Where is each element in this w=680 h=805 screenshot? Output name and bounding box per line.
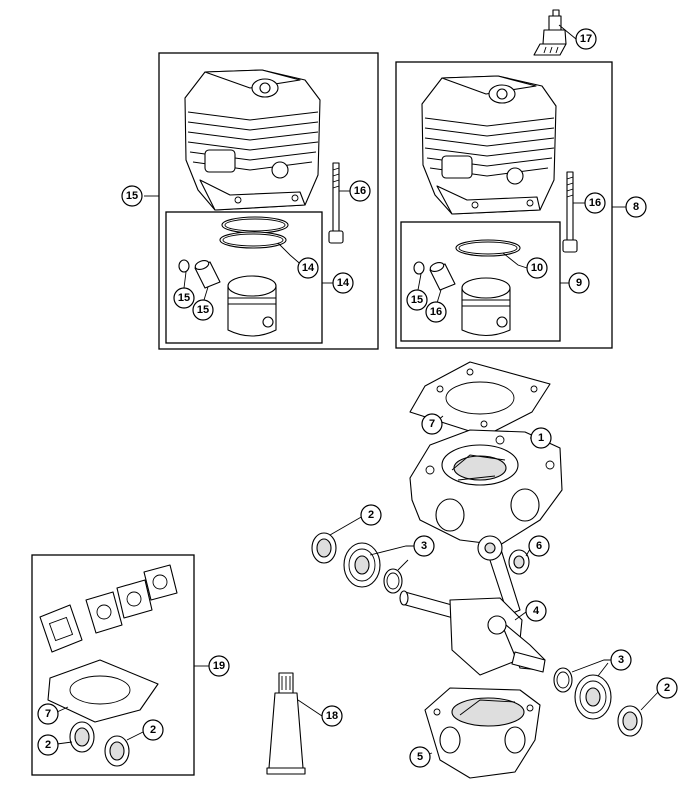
callout-1[interactable]: 1 <box>530 427 552 449</box>
svg-text:7: 7 <box>429 418 435 430</box>
sealant-tube <box>266 672 306 775</box>
callout-4[interactable]: 4 <box>525 600 547 622</box>
svg-text:3: 3 <box>421 540 427 552</box>
callout-15-right[interactable]: 16 <box>425 301 447 323</box>
callout-7-set[interactable]: 7 <box>37 703 59 725</box>
svg-text:5: 5 <box>417 751 423 763</box>
cylinder-gasket <box>409 361 551 437</box>
callout-18[interactable]: 18 <box>321 705 343 727</box>
oil-seal-set-left <box>69 721 95 753</box>
callout-3-left[interactable]: 3 <box>413 535 435 557</box>
oil-seal-main-right <box>617 705 643 737</box>
svg-text:3: 3 <box>618 654 624 666</box>
cylinder-left <box>184 69 321 211</box>
callout-13[interactable]: 14 <box>297 257 319 279</box>
callout-2-main-left[interactable]: 2 <box>360 504 382 526</box>
callout-5[interactable]: 5 <box>409 746 431 768</box>
needle-bearing <box>508 549 530 575</box>
callout-8[interactable]: 8 <box>625 196 647 218</box>
piston-kit-box-left <box>165 211 323 344</box>
svg-text:14: 14 <box>337 277 350 289</box>
svg-text:18: 18 <box>326 710 338 722</box>
piston-pin-right <box>429 261 456 291</box>
gasket-set-box <box>31 554 195 776</box>
circlip-right <box>413 261 425 275</box>
svg-text:16: 16 <box>354 185 366 197</box>
callout-12[interactable]: 14 <box>332 272 354 294</box>
svg-text:2: 2 <box>368 509 374 521</box>
callout-2-main-right[interactable]: 2 <box>656 677 678 699</box>
svg-text:17: 17 <box>580 33 592 45</box>
gasket-set-parts <box>39 564 178 767</box>
cylinder-bolt-left <box>328 162 344 244</box>
svg-text:7: 7 <box>45 708 51 720</box>
svg-text:2: 2 <box>150 724 156 736</box>
ball-bearing-main-left <box>343 542 381 588</box>
callout-2-set-right[interactable]: 2 <box>142 719 164 741</box>
callout-16-left[interactable]: 16 <box>349 180 371 202</box>
crankshaft <box>399 535 546 676</box>
svg-text:14: 14 <box>302 262 315 274</box>
spark-plug <box>533 9 567 56</box>
svg-text:10: 10 <box>531 262 543 274</box>
leader-lines <box>56 24 661 757</box>
callout-14-right[interactable]: 15 <box>406 289 428 311</box>
callout-3-right[interactable]: 3 <box>610 649 632 671</box>
callout-9[interactable]: 9 <box>568 272 590 294</box>
callout-10[interactable]: 10 <box>526 257 548 279</box>
callout-15-left[interactable]: 15 <box>192 299 214 321</box>
svg-text:9: 9 <box>576 277 582 289</box>
circlip-left <box>178 259 190 273</box>
callout-6[interactable]: 6 <box>528 535 550 557</box>
svg-text:2: 2 <box>664 682 670 694</box>
crankcase-lower <box>424 687 541 779</box>
svg-text:15: 15 <box>126 190 138 202</box>
oil-seal-set-right <box>104 735 130 767</box>
crankcase-upper <box>409 429 563 546</box>
callout-16-right[interactable]: 16 <box>584 192 606 214</box>
piston-kit-box-right <box>400 221 561 342</box>
piston-ring-right <box>455 239 521 257</box>
ball-bearing-main-right <box>574 674 612 720</box>
callout-11[interactable]: 15 <box>121 185 143 207</box>
svg-text:19: 19 <box>213 660 225 672</box>
cylinder-bolt-right <box>562 171 578 253</box>
svg-text:4: 4 <box>533 605 540 617</box>
piston-left <box>227 275 277 337</box>
oil-seal-main-left <box>311 532 337 564</box>
cylinder-kit-box-right <box>395 61 613 349</box>
callout-7-main[interactable]: 7 <box>421 413 443 435</box>
callout-17[interactable]: 17 <box>575 28 597 50</box>
svg-text:16: 16 <box>430 306 442 318</box>
piston-pin-left <box>194 259 221 289</box>
piston-rings-left <box>219 216 289 249</box>
cylinder-kit-box-left <box>158 52 379 350</box>
svg-text:15: 15 <box>197 304 209 316</box>
svg-text:16: 16 <box>589 197 601 209</box>
callout-19[interactable]: 19 <box>208 655 230 677</box>
svg-text:6: 6 <box>536 540 542 552</box>
svg-text:1: 1 <box>538 432 544 444</box>
piston-right <box>461 277 511 337</box>
cylinder-right <box>421 75 557 215</box>
shim-ring-main-right <box>553 667 573 693</box>
svg-text:2: 2 <box>45 739 51 751</box>
svg-text:8: 8 <box>633 201 639 213</box>
svg-text:15: 15 <box>411 294 423 306</box>
shim-ring-main-left <box>383 568 403 594</box>
callout-2-set-left[interactable]: 2 <box>37 734 59 756</box>
callout-14-left[interactable]: 15 <box>173 287 195 309</box>
svg-text:15: 15 <box>178 292 190 304</box>
